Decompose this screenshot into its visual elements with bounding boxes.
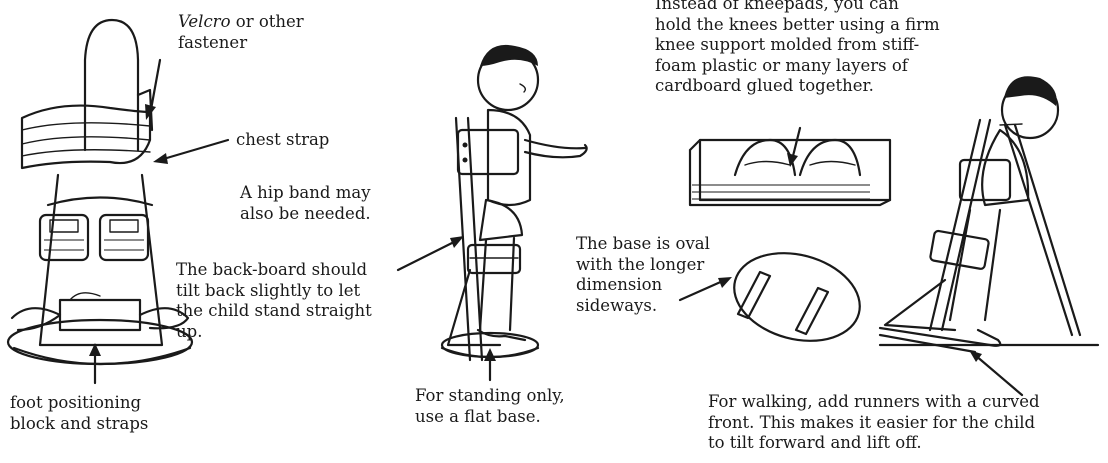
- walking-runners-label: For walking, add runners with a curved f…: [708, 392, 1040, 454]
- backboard-label: The back-board should tilt back slightly…: [176, 260, 372, 342]
- backboard-line-4: up.: [176, 322, 372, 343]
- stander-back-view: [8, 20, 192, 364]
- backboard-line-3: the child stand straight: [176, 301, 372, 322]
- child-standing-figure: [442, 45, 587, 360]
- velcro-line2: fastener: [178, 33, 304, 54]
- child-walking-figure: [880, 76, 1098, 352]
- knee-support-block: [690, 140, 890, 205]
- walking-line-2: front. This makes it easier for the chil…: [708, 413, 1040, 434]
- oval-line-3: dimension: [576, 275, 710, 296]
- hip-band-line-2: also be needed.: [240, 204, 371, 225]
- foot-block-label: foot positioning block and straps: [10, 393, 148, 434]
- walking-line-3: to tilt forward and lift off.: [708, 433, 1040, 454]
- velcro-word: Velcro: [178, 12, 231, 31]
- kneepad-line-2: hold the knees better using a firm: [655, 15, 940, 36]
- kneepad-note-label: Instead of kneepads, you can hold the kn…: [655, 0, 940, 97]
- kneepad-line-4: foam plastic or many layers of: [655, 56, 940, 77]
- oval-base: [724, 240, 869, 354]
- oval-line-2: with the longer: [576, 255, 710, 276]
- chest-strap-label: chest strap: [236, 130, 329, 151]
- standing-line-1: For standing only,: [415, 386, 565, 407]
- oval-line-1: The base is oval: [576, 234, 710, 255]
- hip-band-line-1: A hip band may: [240, 183, 371, 204]
- backboard-line-1: The back-board should: [176, 260, 372, 281]
- kneepad-line-1: Instead of kneepads, you can: [655, 0, 940, 15]
- backboard-line-2: tilt back slightly to let: [176, 281, 372, 302]
- kneepad-line-3: knee support molded from stiff-: [655, 35, 940, 56]
- hip-band-label: A hip band may also be needed.: [240, 183, 371, 224]
- velcro-rest: or other: [231, 12, 304, 31]
- standing-base-label: For standing only, use a flat base.: [415, 386, 565, 427]
- walking-line-1: For walking, add runners with a curved: [708, 392, 1040, 413]
- kneepad-line-5: cardboard glued together.: [655, 76, 940, 97]
- oval-base-label: The base is oval with the longer dimensi…: [576, 234, 710, 316]
- velcro-fastener-label: Velcro or other fastener: [178, 12, 304, 53]
- foot-block-line-1: foot positioning: [10, 393, 148, 414]
- oval-line-4: sideways.: [576, 296, 710, 317]
- foot-block-line-2: block and straps: [10, 414, 148, 435]
- standing-line-2: use a flat base.: [415, 407, 565, 428]
